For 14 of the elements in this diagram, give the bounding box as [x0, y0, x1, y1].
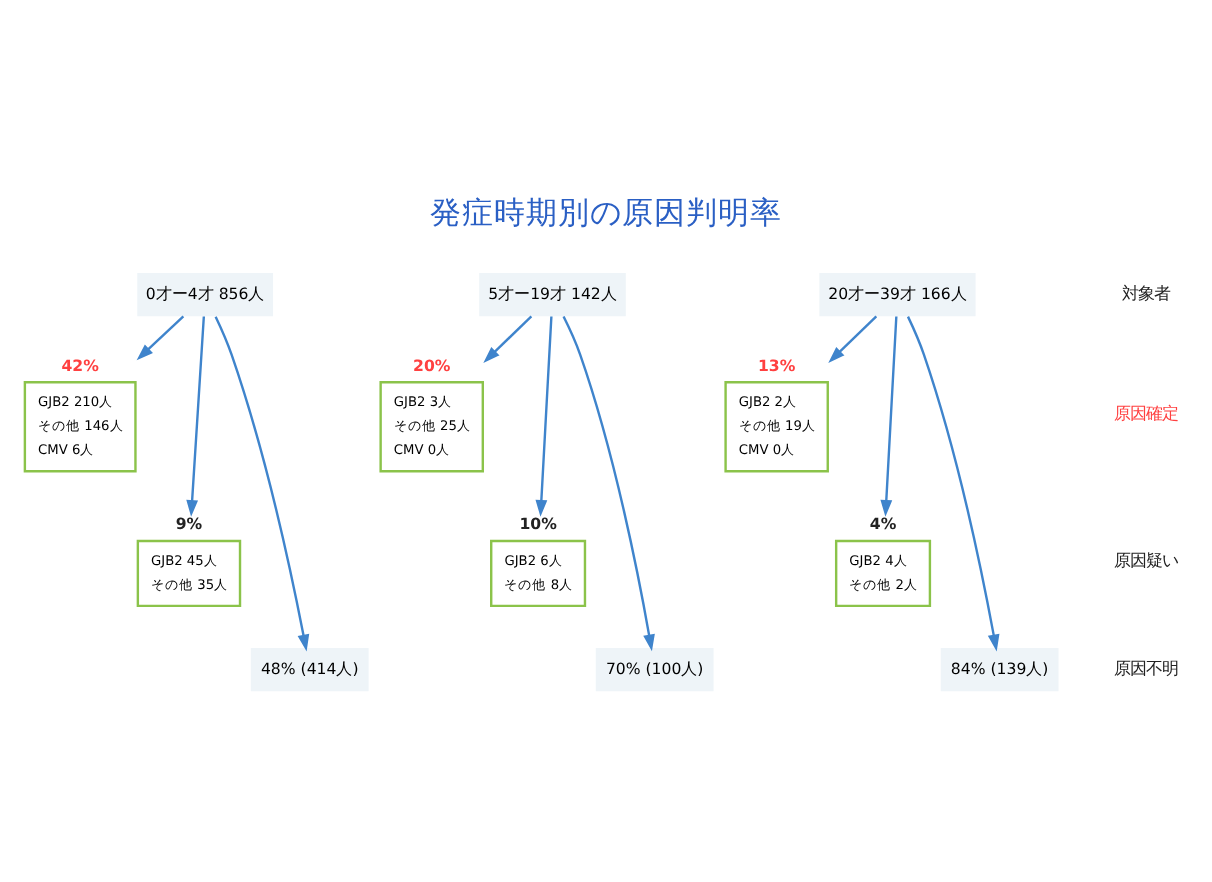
label: 原因不明 [1114, 657, 1179, 678]
arrow [535, 315, 553, 516]
arrow [828, 314, 878, 362]
arrow [136, 314, 185, 360]
arrow [562, 315, 655, 651]
arrow [214, 315, 310, 651]
label: 対象者 [1122, 282, 1171, 303]
diagram-title: 発症時期別の原因判明率 [430, 193, 782, 230]
label: 原因確定 [1114, 402, 1179, 423]
label: 原因疑い [1114, 548, 1179, 569]
arrow [483, 314, 533, 362]
arrow [880, 315, 898, 516]
arrow [906, 315, 1000, 651]
arrow [186, 315, 206, 516]
